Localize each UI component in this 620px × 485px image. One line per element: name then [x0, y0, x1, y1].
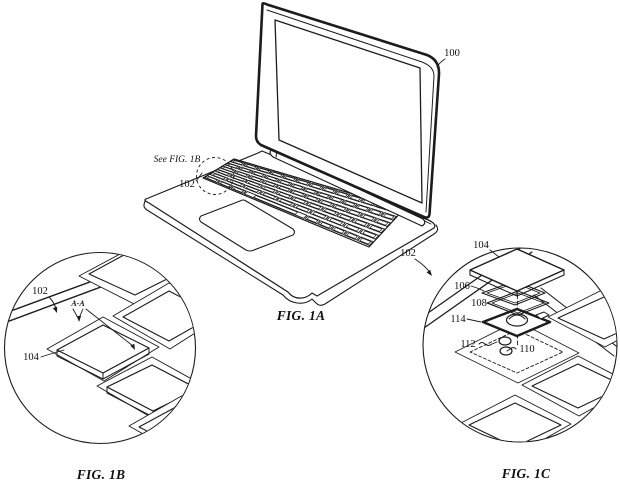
- ref-104-label: 104: [473, 240, 490, 251]
- dome-switch: [505, 313, 529, 327]
- section-line-long: [85, 308, 134, 347]
- ref-102-callout-arrow: [414, 258, 431, 274]
- fig-1c-caption: FIG. 1C: [501, 466, 551, 481]
- keycap-104-side: [469, 269, 565, 297]
- fig-1a-caption: FIG. 1A: [276, 308, 326, 323]
- keyboard-keys: [204, 159, 403, 246]
- key-outline: [206, 160, 401, 245]
- ref-102-leader: [195, 172, 203, 182]
- ref-114-leader: [466, 318, 482, 323]
- arrowhead: [130, 343, 135, 350]
- ref-106-leader: [470, 285, 485, 292]
- ref-102-keyboard-label: 102: [179, 179, 195, 190]
- see-fig-1b-note: See FIG. 1B: [154, 155, 201, 165]
- key-opening-rim: [454, 320, 580, 384]
- section-a-a-label: A-A: [70, 299, 85, 308]
- hinge: [269, 148, 426, 227]
- fig-1c-circle: [422, 247, 618, 443]
- contact-dot-112: [498, 336, 512, 346]
- fig-1c-detail: 104 106 108 114 112 110 FIG. 1C: [422, 240, 618, 481]
- arrowhead: [426, 269, 432, 276]
- laptop-base: [144, 150, 436, 299]
- ref-100-leader: [436, 58, 446, 68]
- ref-104-detail-leader: [40, 349, 65, 358]
- ref-104-detail-label: 104: [23, 352, 40, 363]
- screen: [274, 19, 423, 204]
- ref-110-tilde: [506, 347, 517, 352]
- fig-1b-detail: 102 A-A 104 FIG. 1B: [3, 251, 197, 482]
- ref-108-leader: [487, 302, 499, 308]
- neighbor-keys: [458, 288, 617, 442]
- ref-112-label: 112: [460, 339, 475, 350]
- lid-inner-edge: [266, 9, 435, 213]
- ref-104-leader: [489, 249, 500, 258]
- ref-102-callout-label: 102: [400, 248, 416, 259]
- magnified-keys: [46, 253, 195, 443]
- ref-112-tilde: [478, 341, 498, 346]
- ref-102-detail-label: 102: [32, 286, 48, 297]
- fig-1b-caption: FIG. 1B: [76, 467, 126, 482]
- frame-notch: [535, 311, 550, 320]
- ref-102-detail-arrow: [48, 296, 57, 310]
- arrowhead: [76, 315, 82, 322]
- ref-106-label: 106: [454, 281, 470, 292]
- ref-110-label: 110: [519, 344, 534, 355]
- ref-108-label: 108: [471, 298, 487, 309]
- laptop-base-edge: [143, 200, 439, 306]
- ref-100-label: 100: [444, 48, 460, 59]
- arrowhead: [52, 306, 58, 313]
- trackpad: [198, 199, 296, 252]
- ref-114-label: 114: [450, 314, 466, 325]
- contact-dot-110: [499, 346, 513, 356]
- laptop-figure: 100 See FIG. 1B 102 102 FIG. 1A: [143, 2, 460, 323]
- see-fig-1b-circle: [196, 157, 234, 195]
- fig-1b-circle: [3, 251, 197, 445]
